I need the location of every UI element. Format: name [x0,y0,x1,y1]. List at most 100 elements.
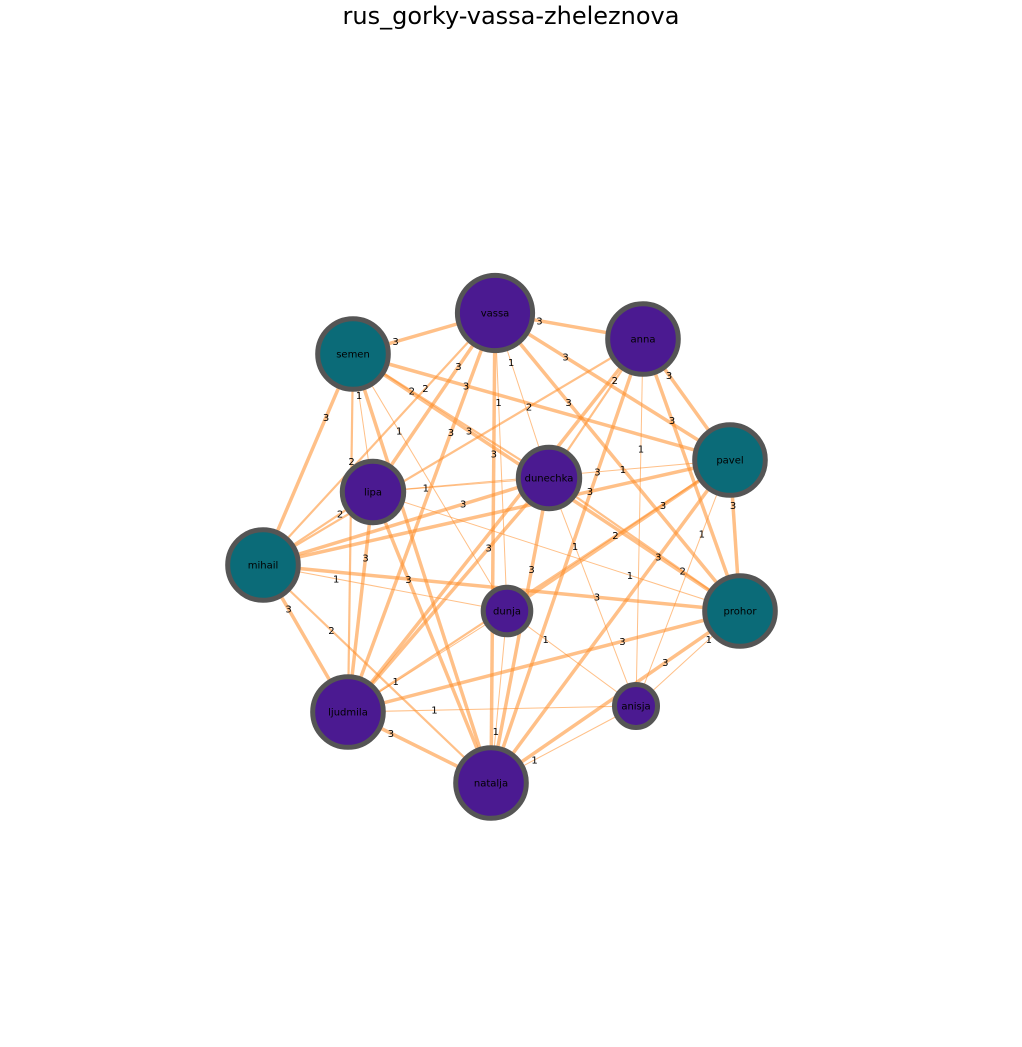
edge-dunechka-ljudmila [346,476,551,714]
node-mihail[interactable]: mihail [225,527,301,603]
edge-weight-label: 1 [393,677,399,688]
edge-weight-label: 2 [612,531,618,542]
edge-vassa-prohor [493,311,742,613]
edge-weight-label: 1 [423,483,429,494]
node-pavel[interactable]: pavel [692,422,768,498]
edge-weight-label: 3 [285,605,291,616]
edge-weight-label: 1 [493,727,499,738]
edge-weight-label: 1 [620,465,626,476]
node-dunechka[interactable]: dunechka [515,444,583,512]
edge-weight-label: 3 [528,565,534,576]
edge-weight-label: 3 [448,428,454,439]
node-anisja[interactable]: anisja [612,682,660,730]
edge-weight-label: 3 [455,362,461,373]
edge-weight-label: 2 [680,567,686,578]
edge-semen-mihail [261,353,355,566]
edge-weight-label: 2 [612,376,618,387]
edge-weight-label: 3 [460,500,466,511]
edge-weight-label: 3 [491,450,497,461]
edge-pavel-dunja [506,458,731,613]
node-label: semen [336,350,370,361]
node-circle[interactable] [480,584,534,638]
edge-weight-label: 1 [356,391,362,402]
edge-weight-label: 1 [333,574,339,585]
edge-dunechka-mihail [262,476,550,567]
node-circle[interactable] [515,444,583,512]
edge-weight-label: 3 [565,398,571,409]
node-circle[interactable] [454,272,536,354]
edge-weight-label: 1 [431,706,437,717]
edge-weight-label: 3 [466,427,472,438]
node-label: prohor [724,607,758,618]
node-prohor[interactable]: prohor [702,573,778,649]
edge-pavel-natalja [489,458,732,785]
edge-weight-label: 3 [594,593,600,604]
edge-weight-label: 1 [627,571,633,582]
edge-weight-label: 3 [660,501,666,512]
edge-label-layer: 3333333232331123313313233321312331333211… [285,316,736,766]
node-label: anna [631,335,656,346]
edge-ljudmila-anisja [347,705,637,713]
edge-anna-mihail [262,338,644,566]
edge-weight-label: 1 [572,542,578,553]
edge-weight-label: 3 [388,729,394,740]
edge-weight-label: 3 [666,371,672,382]
edge-weight-label: 3 [405,575,411,586]
node-circle[interactable] [339,458,407,526]
edge-semen-dunja [352,353,508,612]
edge-weight-label: 3 [669,416,675,427]
edge-dunja-anisja [506,610,637,707]
node-semen[interactable]: semen [315,316,391,392]
edge-weight-label: 3 [486,544,492,555]
node-circle[interactable] [702,573,778,649]
edge-dunechka-anisja [548,477,637,707]
edge-weight-label: 3 [655,552,661,563]
node-dunja[interactable]: dunja [480,584,534,638]
edge-weight-label: 1 [706,635,712,646]
node-lipa[interactable]: lipa [339,458,407,526]
edge-weight-label: 3 [594,468,600,479]
node-label: anisja [621,702,650,713]
edge-weight-label: 1 [508,358,514,369]
node-circle[interactable] [605,301,681,377]
node-anna[interactable]: anna [605,301,681,377]
node-vassa[interactable]: vassa [454,272,536,354]
node-label: lipa [364,488,382,499]
edge-weight-label: 3 [619,637,625,648]
edge-weight-label: 3 [362,554,368,565]
edge-weight-label: 3 [323,413,329,424]
edge-anna-ljudmila [346,337,645,714]
node-circle[interactable] [692,422,768,498]
node-layer: vassa anna semen pavel lipa dunechka mihail dun… [225,272,778,821]
node-circle[interactable] [225,527,301,603]
node-circle[interactable] [453,745,529,821]
edge-lipa-natalja [371,491,493,784]
edge-weight-label: 2 [328,626,334,637]
node-ljudmila[interactable]: ljudmila [310,674,386,750]
node-label: ljudmila [328,708,368,719]
node-natalja[interactable]: natalja [453,745,529,821]
node-circle[interactable] [310,674,386,750]
edge-weight-label: 3 [392,337,398,348]
edge-weight-label: 2 [526,402,532,413]
edge-weight-label: 1 [396,427,402,438]
edge-vassa-ljudmila [346,312,497,713]
edge-mihail-dunja [262,564,508,612]
graph-title: rus_gorky-vassa-zheleznova [342,2,680,30]
edge-vassa-pavel [494,311,731,462]
edge-anna-prohor [641,338,742,612]
node-circle[interactable] [612,682,660,730]
node-label: dunechka [525,474,574,485]
edge-weight-label: 2 [409,387,415,398]
edge-weight-label: 3 [562,353,568,364]
edge-semen-pavel [352,352,731,462]
edge-pavel-anisja [635,459,731,707]
edge-vassa-dunja [494,312,508,612]
edge-weight-label: 1 [699,529,705,540]
edge-weight-label: 2 [348,457,354,468]
edge-prohor-ljudmila [347,609,741,714]
node-circle[interactable] [315,316,391,392]
edge-weight-label: 3 [730,501,736,512]
edge-weight-label: 1 [495,398,501,409]
